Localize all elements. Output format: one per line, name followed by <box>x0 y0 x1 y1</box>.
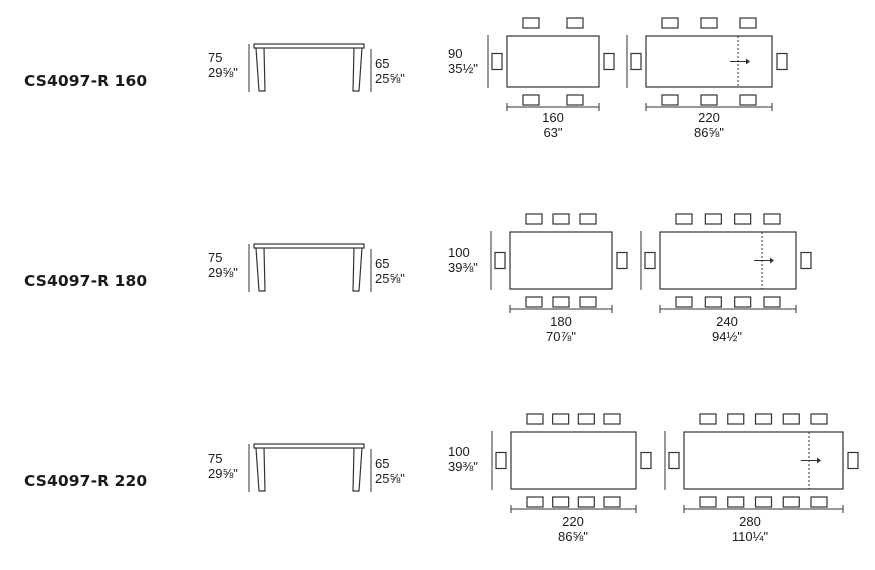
table-leg-left <box>255 447 266 492</box>
chair-icon <box>603 413 621 425</box>
tabletop-profile <box>253 443 365 449</box>
chair-icon <box>810 496 828 508</box>
chair-icon <box>526 496 544 508</box>
chair-icon <box>700 17 718 29</box>
chair-icon <box>577 496 595 508</box>
chair-icon <box>603 52 615 71</box>
chair-icon <box>526 413 544 425</box>
chair-icon <box>552 213 570 225</box>
chair-icon <box>782 496 800 508</box>
tabletop-profile <box>253 43 365 49</box>
chair-icon <box>675 213 693 225</box>
chair-icon <box>727 496 745 508</box>
model-name: CS4097-R 160 <box>24 72 148 90</box>
table-diagram-group <box>248 213 812 313</box>
chair-icon <box>800 251 812 270</box>
chair-icon <box>675 296 693 308</box>
chair-icon <box>640 451 652 470</box>
tabletop-plan <box>506 35 600 88</box>
chair-icon <box>699 496 717 508</box>
table-diagram-group <box>248 413 859 513</box>
chair-icon <box>763 213 781 225</box>
chair-icon <box>847 451 859 470</box>
chair-icon <box>763 296 781 308</box>
chair-icon <box>525 296 543 308</box>
chair-icon <box>668 451 680 470</box>
chair-icon <box>552 496 570 508</box>
tabletop-profile <box>253 243 365 249</box>
model-name: CS4097-R 220 <box>24 472 148 490</box>
chair-icon <box>579 296 597 308</box>
chair-icon <box>739 94 757 106</box>
tabletop-plan <box>510 431 637 490</box>
chair-icon <box>739 17 757 29</box>
chair-icon <box>661 94 679 106</box>
chair-icon <box>699 413 717 425</box>
chair-icon <box>704 213 722 225</box>
chair-icon <box>754 496 773 508</box>
chair-icon <box>566 17 584 29</box>
table-diagram-group <box>248 17 788 111</box>
chair-icon <box>810 413 828 425</box>
table-leg-right <box>352 447 363 492</box>
table-leg-right <box>352 247 363 292</box>
extension-arrow-head <box>817 457 821 464</box>
chair-icon <box>491 52 503 71</box>
model-name: CS4097-R 180 <box>24 272 148 290</box>
chair-icon <box>552 296 570 308</box>
chair-icon <box>734 296 752 308</box>
table-leg-left <box>255 47 266 92</box>
chair-icon <box>522 94 540 106</box>
chair-icon <box>603 496 621 508</box>
chair-icon <box>630 52 642 71</box>
extension-arrow-head <box>770 257 774 264</box>
table-leg-left <box>255 247 266 292</box>
chair-icon <box>727 413 745 425</box>
tabletop-plan <box>509 231 613 290</box>
chair-icon <box>494 251 506 270</box>
tabletop-plan <box>683 431 844 490</box>
chair-icon <box>525 213 543 225</box>
tabletop-plan <box>645 35 773 88</box>
chair-icon <box>734 213 752 225</box>
chair-icon <box>616 251 628 270</box>
extension-arrow-head <box>746 58 750 65</box>
chair-icon <box>704 296 722 308</box>
chair-icon <box>776 52 788 71</box>
chair-icon <box>577 413 595 425</box>
table-leg-right <box>352 47 363 92</box>
chair-icon <box>552 413 570 425</box>
chair-icon <box>566 94 584 106</box>
tabletop-plan <box>659 231 797 290</box>
chair-icon <box>644 251 656 270</box>
chair-icon <box>700 94 718 106</box>
chair-icon <box>522 17 540 29</box>
chair-icon <box>495 451 507 470</box>
chair-icon <box>782 413 800 425</box>
chair-icon <box>661 17 679 29</box>
chair-icon <box>754 413 773 425</box>
chair-icon <box>579 213 597 225</box>
